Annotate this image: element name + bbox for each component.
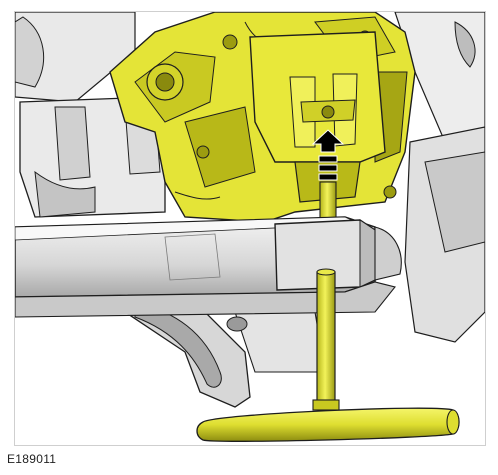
left-mount-bracket <box>19 96 166 218</box>
special-tool <box>196 268 460 442</box>
tool-t-handle <box>196 407 460 442</box>
background-structure <box>15 12 485 343</box>
mounting-bracket-plate <box>249 31 386 203</box>
illustration-frame <box>14 11 486 446</box>
subframe-crossmember <box>15 216 402 318</box>
tool-rod <box>316 271 336 408</box>
upward-arrow-icon <box>311 129 345 181</box>
figure-reference-code: E189011 <box>7 452 57 466</box>
technical-illustration <box>15 12 485 442</box>
